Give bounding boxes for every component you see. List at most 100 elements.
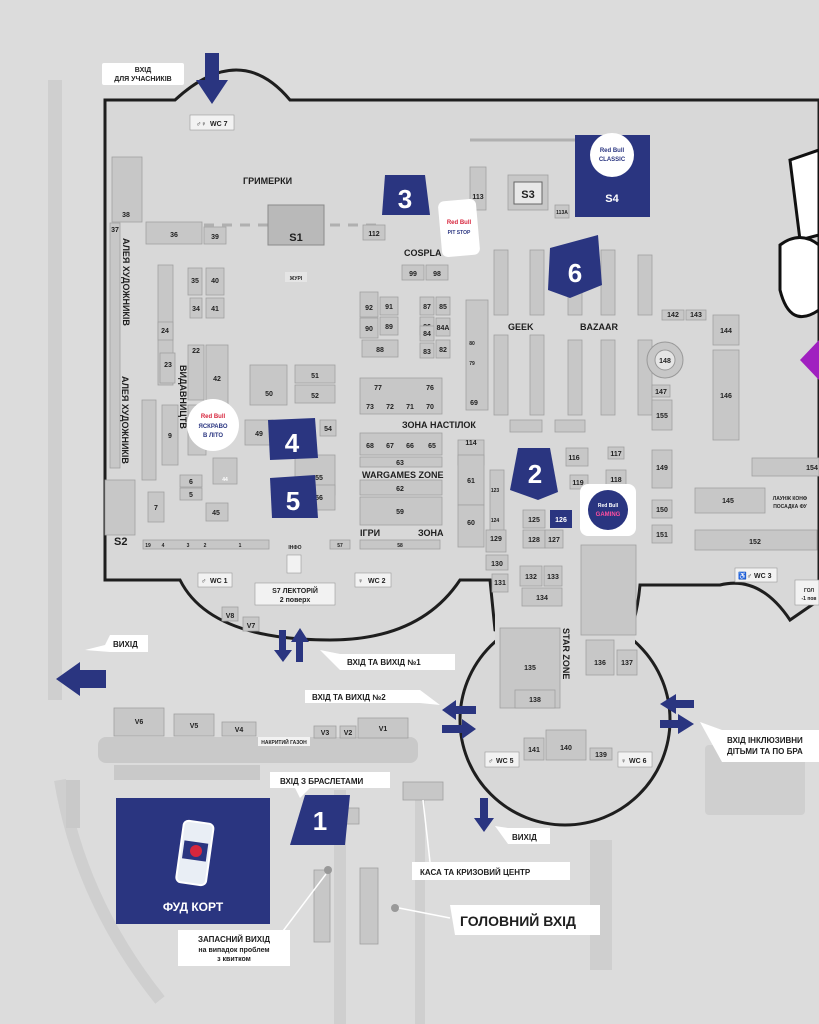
svg-text:143: 143 [690,312,702,319]
artists-alley: 24 23 9 7 [141,264,179,523]
svg-text:♀: ♀ [358,578,363,585]
svg-text:61: 61 [467,478,475,485]
svg-text:127: 127 [548,537,560,544]
floor-minus1-label: ГОЛ [804,588,815,594]
arrow-inclusive-out [660,694,694,714]
svg-text:9: 9 [168,433,172,440]
svg-text:ВХІД ТА ВИХІД №2: ВХІД ТА ВИХІД №2 [312,693,386,702]
svg-text:50: 50 [265,391,273,398]
svg-text:49: 49 [255,431,263,438]
wc-3: ♿♂WC 3 [734,567,778,583]
lounge-label-2: ПОСАДКА ФУ [773,504,807,510]
svg-text:134: 134 [536,595,548,602]
svg-text:144: 144 [720,328,732,335]
marker-3[interactable]: 3 [382,175,430,215]
svg-text:80: 80 [469,341,475,347]
svg-text:S4: S4 [605,193,619,205]
svg-text:58: 58 [397,543,403,549]
svg-text:7: 7 [154,505,158,512]
svg-text:V5: V5 [190,723,199,730]
callout-entry-exit-2: ВХІД ТА ВИХІД №2 [305,690,440,705]
svg-text:77: 77 [374,385,382,392]
svg-text:ВИХІД: ВИХІД [512,833,537,842]
svg-text:44: 44 [222,477,228,483]
svg-text:ВХІД ІНКЛЮЗИВНИ: ВХІД ІНКЛЮЗИВНИ [727,736,803,745]
svg-text:ВХІД: ВХІД [135,67,151,74]
svg-text:119: 119 [572,480,583,487]
svg-text:36: 36 [170,232,178,239]
svg-text:24: 24 [161,328,169,335]
svg-text:5: 5 [189,492,193,499]
geek-bazaar-booths [493,249,653,433]
svg-text:117: 117 [610,451,621,458]
marker-5[interactable]: 5 [270,475,318,518]
svg-text:71: 71 [406,404,414,411]
zone-wargames: WARGAMES ZONE [362,470,444,480]
svg-text:83: 83 [423,349,431,356]
wc-6: ♀WC 6 [617,751,653,768]
svg-text:91: 91 [385,304,393,311]
marker-2[interactable]: 2 [510,448,558,500]
svg-text:116: 116 [568,455,579,462]
svg-text:151: 151 [656,532,668,539]
callout-main-entrance: ГОЛОВНИЙ ВХІД [391,904,600,935]
publishers-label: ВИДАВНИЦТВ [178,365,188,429]
svg-text:57: 57 [337,543,343,549]
svg-text:ЗАПАСНИЙ ВИХІД: ЗАПАСНИЙ ВИХІД [198,935,270,944]
zone-geek: GEEK [508,322,534,332]
svg-text:145: 145 [722,498,734,505]
svg-text:41: 41 [211,306,219,313]
svg-text:V4: V4 [235,727,244,734]
marker-1[interactable]: 1 [290,795,350,845]
svg-text:37: 37 [111,227,119,234]
svg-text:99: 99 [409,271,417,278]
logo-redbull-gaming: Red Bull GAMING [580,484,636,536]
stage-s2: S2 [114,536,127,548]
svg-text:68: 68 [366,443,374,450]
svg-text:ЯСКРАВО: ЯСКРАВО [199,424,228,430]
floor-minus1-label-2: -1 пов [802,596,817,602]
arrow-exit-left [56,662,106,696]
logo-redbull-classic: Red Bull CLASSIC [590,133,634,177]
marker-6[interactable]: 6 [548,235,602,298]
marker-4[interactable]: 4 [268,418,318,460]
svg-text:PIT STOP: PIT STOP [448,230,471,236]
artists-alley-label-2: АЛЕЯ ХУДОЖНИКІВ [120,376,130,464]
svg-text:62: 62 [396,486,404,493]
svg-text:22: 22 [192,348,200,355]
svg-text:126: 126 [555,517,567,524]
svg-text:136: 136 [594,660,606,667]
svg-text:5: 5 [286,486,300,516]
svg-text:84А: 84А [437,325,450,332]
svg-text:60: 60 [467,520,475,527]
svg-text:56: 56 [315,495,323,502]
svg-text:131: 131 [494,580,506,587]
svg-text:154: 154 [806,465,818,472]
svg-text:♿♂: ♿♂ [738,571,752,580]
svg-text:V6: V6 [135,719,144,726]
callout-cashier: КАСА ТА КРИЗОВИЙ ЦЕНТР [412,799,570,880]
wc-5: ♂WC 5 [484,751,520,768]
svg-text:39: 39 [211,234,219,241]
svg-text:112: 112 [368,231,379,238]
svg-text:98: 98 [433,271,441,278]
svg-text:113: 113 [472,194,483,201]
svg-text:23: 23 [164,362,172,369]
svg-text:ГОЛОВНИЙ ВХІД: ГОЛОВНИЙ ВХІД [460,912,576,929]
svg-text:114: 114 [465,440,476,447]
svg-text:69: 69 [470,400,478,407]
svg-text:137: 137 [621,660,633,667]
zone-star: STAR ZONE [561,628,571,679]
stage-s1 [267,204,325,246]
svg-text:WC 1: WC 1 [210,578,228,585]
callout-inclusive: ВХІД ІНКЛЮЗИВНИ ДІТЬМИ ТА ПО БРА [700,722,819,762]
svg-text:WC 5: WC 5 [496,758,514,765]
svg-text:Red Bull: Red Bull [598,503,619,509]
callout-exit-bottom: ВИХІД [495,826,550,844]
svg-text:♂: ♂ [201,578,206,585]
logo-redbull-yaskravo: Red Bull ЯСКРАВО В ЛІТО [187,399,239,451]
wc-1: ♂ WC 1 [197,572,233,588]
svg-text:152: 152 [749,539,761,546]
svg-text:ВХІД З БРАСЛЕТАМИ: ВХІД З БРАСЛЕТАМИ [280,777,364,786]
lawn-label: НАКРИТИЙ ГАЗОН [261,738,307,746]
